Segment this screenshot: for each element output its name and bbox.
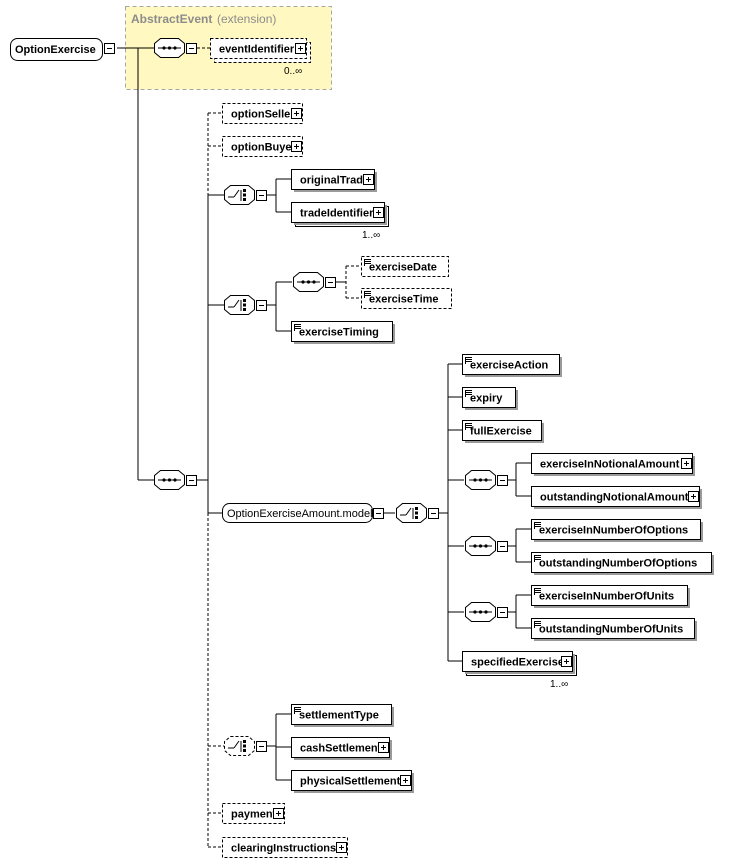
expand-toggle-icon[interactable]: [336, 842, 347, 853]
model-group-option-exercise-amount[interactable]: OptionExerciseAmount.model: [222, 503, 384, 523]
element-exercise-timing[interactable]: exerciseTiming: [291, 321, 396, 345]
element-label: specifiedExercise: [471, 657, 564, 669]
expand-toggle-icon[interactable]: [291, 141, 302, 152]
extension-note: (extension): [217, 12, 276, 26]
element-label: tradeIdentifier: [300, 208, 374, 220]
element-exercise-action[interactable]: exerciseAction: [462, 354, 563, 378]
elements-layer: eventIdentifier 0..∞ optionSeller optionBuy…: [210, 38, 715, 858]
extension-label: AbstractEvent: [131, 12, 212, 26]
simple-content-icon: [364, 291, 371, 298]
simple-content-icon: [294, 707, 301, 714]
element-exercise-time[interactable]: exerciseTime: [361, 288, 452, 309]
simple-content-icon: [294, 324, 301, 331]
simple-content-icon: [534, 588, 541, 595]
cardinality-label: 1..∞: [550, 679, 568, 690]
element-full-exercise[interactable]: fullExercise: [462, 420, 545, 444]
element-exercise-in-number-of-units[interactable]: exerciseInNumberOfUnits: [531, 585, 691, 609]
element-original-trade[interactable]: originalTrade: [291, 169, 378, 193]
element-label: clearingInstructions: [231, 843, 336, 855]
expand-toggle-icon[interactable]: [291, 108, 302, 119]
element-payment[interactable]: payment: [222, 803, 285, 824]
element-label: originalTrade: [300, 175, 369, 187]
simple-content-icon: [364, 259, 371, 266]
element-label: exerciseAction: [470, 360, 549, 372]
element-clearing-instructions[interactable]: clearingInstructions: [222, 837, 348, 858]
element-label: eventIdentifier: [219, 44, 295, 56]
element-label: outstandingNotionalAmount: [540, 492, 689, 504]
expand-toggle-icon[interactable]: [681, 458, 692, 469]
element-exercise-date[interactable]: exerciseDate: [361, 256, 449, 277]
element-label: fullExercise: [470, 426, 532, 438]
element-label: physicalSettlement: [300, 776, 401, 788]
expand-toggle-icon[interactable]: [561, 656, 572, 667]
choice-compositor-icon[interactable]: [396, 503, 439, 523]
cardinality-label: 0..∞: [284, 66, 302, 77]
element-option-seller[interactable]: optionSeller: [222, 103, 303, 124]
element-outstanding-notional-amount[interactable]: outstandingNotionalAmount: [531, 486, 703, 510]
sequence-compositor-icon[interactable]: [154, 470, 197, 490]
element-label: cashSettlement: [300, 743, 382, 755]
sequence-compositor-icon[interactable]: [465, 536, 508, 556]
element-option-buyer[interactable]: optionBuyer: [222, 136, 303, 157]
element-cash-settlement[interactable]: cashSettlement: [291, 737, 393, 761]
element-settlement-type[interactable]: settlementType: [291, 704, 395, 728]
element-label: exerciseInNumberOfUnits: [539, 591, 674, 603]
element-label: expiry: [470, 393, 503, 405]
connectors: [117, 47, 531, 848]
element-label: optionSeller: [231, 109, 295, 121]
simple-content-icon: [465, 390, 472, 397]
choice-compositor-icon[interactable]: [224, 295, 267, 315]
element-label: optionBuyer: [231, 142, 296, 154]
sequence-compositor-icon[interactable]: [154, 38, 197, 58]
element-outstanding-number-of-options[interactable]: outstandingNumberOfOptions: [531, 552, 715, 576]
simple-content-icon: [534, 522, 541, 529]
simple-content-icon: [534, 621, 541, 628]
choice-compositor-icon[interactable]: [224, 185, 267, 205]
root-label: OptionExercise: [15, 44, 96, 56]
sequence-compositor-icon[interactable]: [465, 470, 508, 490]
element-label: exerciseDate: [369, 262, 437, 274]
model-group-label: OptionExerciseAmount.model: [227, 508, 373, 520]
element-label: exerciseInNumberOfOptions: [539, 525, 688, 537]
element-label: settlementType: [299, 710, 379, 722]
expand-toggle-icon[interactable]: [378, 742, 389, 753]
element-label: outstandingNumberOfOptions: [539, 558, 697, 570]
simple-content-icon: [465, 423, 472, 430]
sequence-compositor-icon[interactable]: [465, 602, 508, 622]
element-physical-settlement[interactable]: physicalSettlement: [291, 770, 415, 794]
element-exercise-in-notional-amount[interactable]: exerciseInNotionalAmount: [531, 453, 696, 477]
simple-content-icon: [465, 357, 472, 364]
expand-toggle-icon[interactable]: [363, 174, 374, 185]
element-label: outstandingNumberOfUnits: [539, 624, 683, 636]
collapse-toggle-icon[interactable]: [104, 43, 115, 54]
expand-toggle-icon[interactable]: [688, 491, 699, 502]
expand-toggle-icon[interactable]: [295, 43, 306, 54]
choice-compositor-icon[interactable]: [224, 736, 267, 756]
root-element-option-exercise[interactable]: OptionExercise: [10, 38, 115, 61]
element-specified-exercise[interactable]: specifiedExercise 1..∞: [462, 651, 577, 691]
element-outstanding-number-of-units[interactable]: outstandingNumberOfUnits: [531, 618, 698, 642]
element-exercise-in-number-of-options[interactable]: exerciseInNumberOfOptions: [531, 519, 704, 543]
expand-toggle-icon[interactable]: [400, 775, 411, 786]
collapse-toggle-icon[interactable]: [373, 508, 384, 519]
simple-content-icon: [534, 555, 541, 562]
element-label: exerciseTime: [369, 294, 439, 306]
element-label: payment: [231, 809, 277, 821]
cardinality-label: 1..∞: [362, 230, 380, 241]
element-expiry[interactable]: expiry: [462, 387, 519, 411]
element-label: exerciseInNotionalAmount: [540, 459, 680, 471]
expand-toggle-icon[interactable]: [373, 207, 384, 218]
element-trade-identifier[interactable]: tradeIdentifier 1..∞: [291, 202, 389, 242]
element-label: exerciseTiming: [299, 327, 379, 339]
expand-toggle-icon[interactable]: [273, 808, 284, 819]
element-event-identifier[interactable]: eventIdentifier 0..∞: [210, 38, 311, 78]
sequence-compositor-icon[interactable]: [293, 272, 336, 292]
